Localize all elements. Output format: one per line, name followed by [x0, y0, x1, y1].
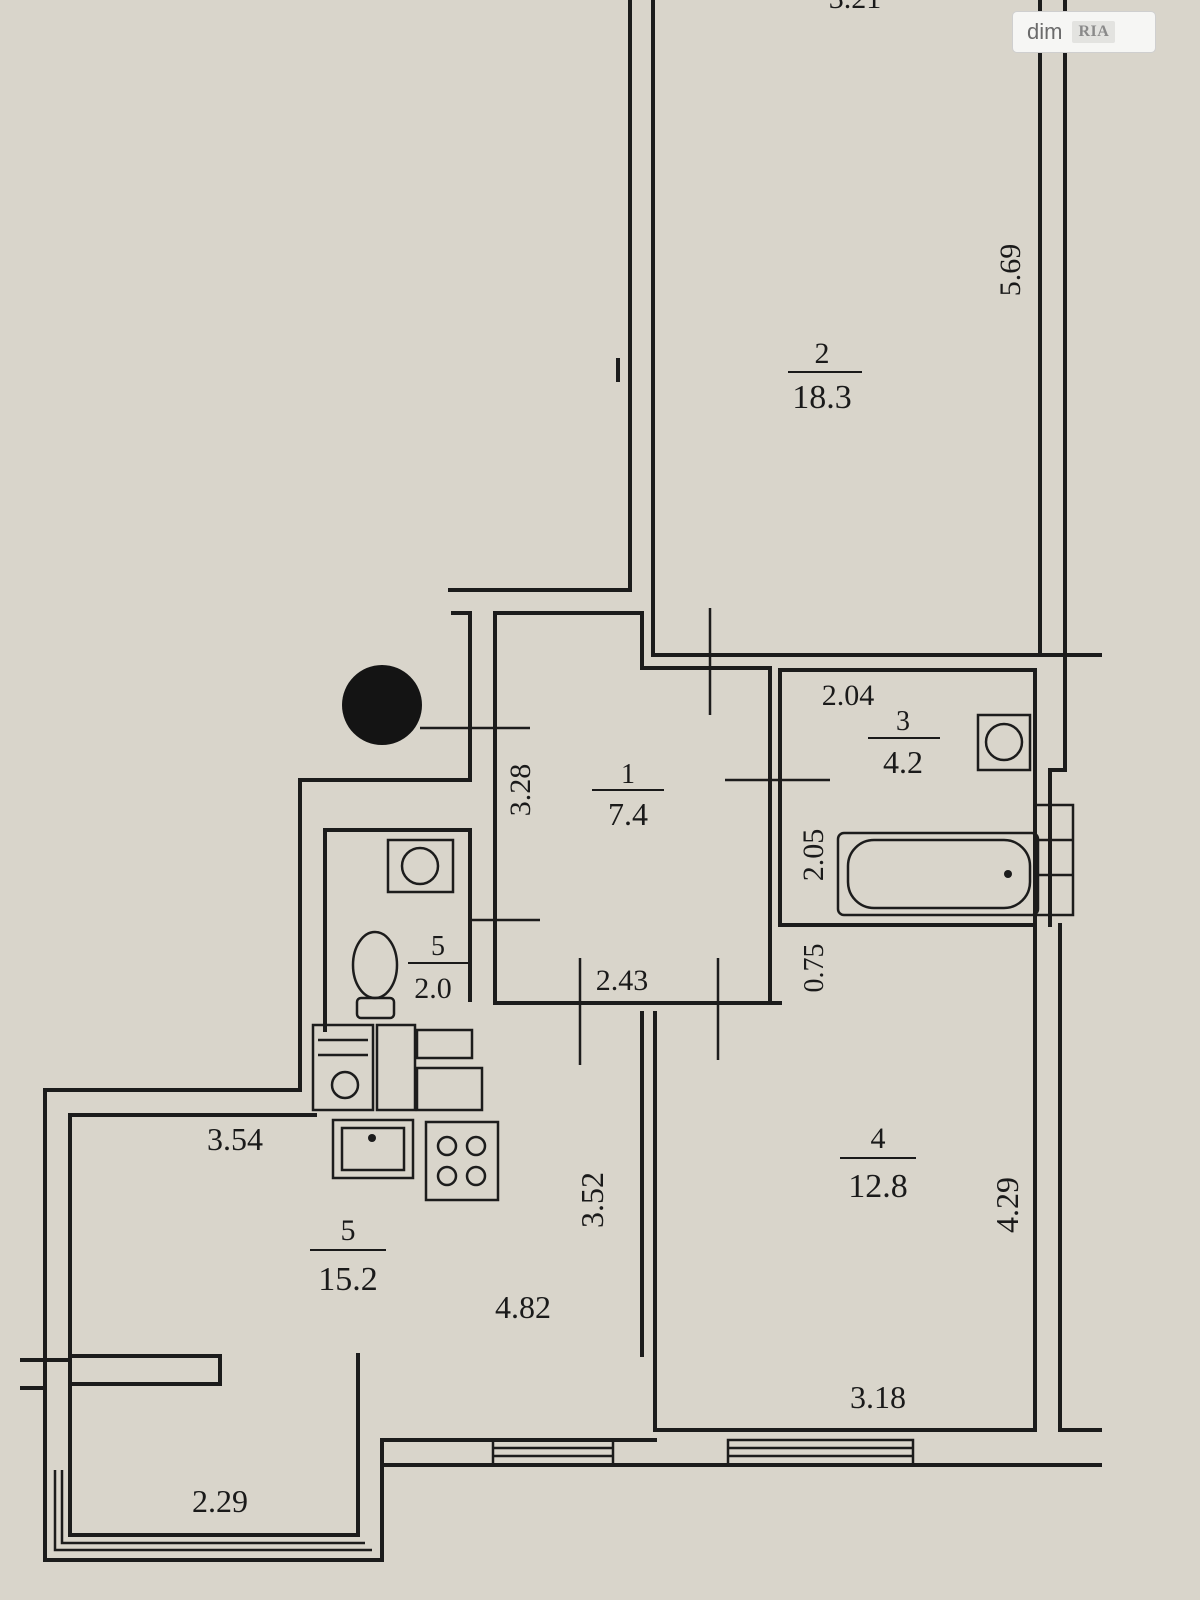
dimension-label: 3.52: [574, 1172, 610, 1228]
dimension-label: 3.18: [850, 1379, 906, 1415]
bathtub-icon: [836, 831, 1040, 917]
dimension-label: 0.75: [799, 944, 830, 993]
sink-icon: [976, 713, 1032, 772]
room-label: 5 15.2: [310, 1214, 386, 1298]
dimension-label: 2.29: [192, 1483, 248, 1519]
watermark-ria: RIA: [1072, 21, 1116, 43]
dimension-label: 3.28: [504, 764, 537, 817]
dimension-label: 3.21: [829, 0, 882, 15]
room-area: 2.0: [414, 972, 452, 1005]
riser-icon: [342, 665, 422, 745]
room-labels: 2 18.3 1 7.4 3 4.2 5 2.0 5 15.2 4 12.8: [310, 337, 940, 1298]
watermark-logo: dim RIA: [1013, 12, 1155, 52]
toilet-icon: [351, 930, 399, 1000]
dimension-label: 3.54: [207, 1121, 263, 1157]
dimensions: 3.21 5.69 2.04 3.28 2.05 0.75 2.43 3.54 …: [192, 0, 1027, 1519]
fixtures: [311, 665, 1040, 1202]
windows: [491, 803, 1075, 1467]
room-area: 18.3: [792, 379, 852, 416]
washer-icon: [311, 1023, 375, 1112]
room-number: 2: [815, 337, 830, 370]
dimension-label: 2.05: [797, 829, 830, 882]
room-area: 12.8: [848, 1168, 908, 1205]
watermark-dim: dim: [1027, 19, 1063, 44]
room-label: 4 12.8: [840, 1122, 916, 1205]
room-number: 1: [621, 759, 635, 790]
room-label: 1 7.4: [592, 759, 664, 832]
wc-sink-icon: [386, 838, 455, 894]
room-area: 15.2: [318, 1261, 378, 1298]
room-label: 5 2.0: [408, 931, 468, 1005]
room-area: 4.2: [883, 744, 923, 780]
room-label: 3 4.2: [868, 706, 940, 780]
dimension-label: 5.69: [994, 244, 1027, 297]
room-number: 5: [341, 1214, 356, 1247]
kitchen-sink-icon: [331, 1118, 415, 1180]
room-number: 3: [896, 706, 910, 737]
stove-icon: [424, 1120, 500, 1202]
dimension-label: 4.82: [495, 1289, 551, 1325]
dimension-label: 4.29: [989, 1177, 1025, 1233]
room-number: 5: [431, 931, 445, 962]
dimension-label: 2.43: [596, 964, 649, 997]
dimension-label: 2.04: [822, 679, 875, 712]
room-number: 4: [871, 1122, 886, 1155]
room-area: 7.4: [608, 796, 648, 832]
room-label: 2 18.3: [788, 337, 862, 416]
walls: [20, 0, 1102, 1562]
